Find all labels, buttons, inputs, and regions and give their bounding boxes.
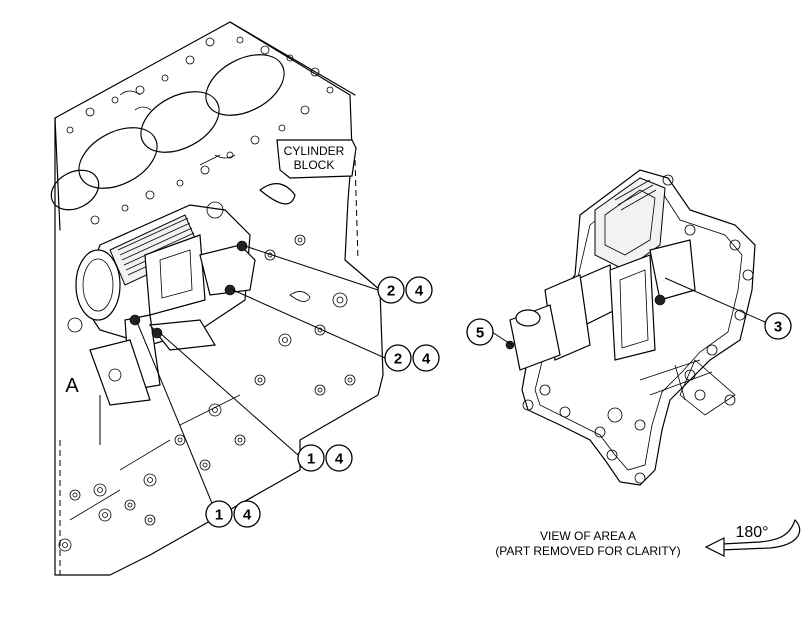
cylinder-block-label: CYLINDER BLOCK <box>276 139 357 179</box>
callout-left-value: 2 <box>394 351 402 368</box>
callout-right-value: 4 <box>422 351 431 368</box>
callout-left-value: 2 <box>387 283 395 300</box>
view-caption-line1: VIEW OF AREA A <box>540 529 636 543</box>
callout-2-4-lower: 2 4 <box>384 344 440 372</box>
area-a-label: A <box>65 375 79 397</box>
callout-left-value: 1 <box>215 507 223 524</box>
leader-lines-right <box>491 277 766 346</box>
callout-5: 5 <box>466 318 494 346</box>
rotation-label: 180° <box>735 524 768 541</box>
area-a-marker: A <box>65 375 101 445</box>
cylinder-label-line1: CYLINDER <box>284 144 345 158</box>
cylinder-block <box>50 21 384 576</box>
leader-lines-left <box>136 245 386 509</box>
pump-assembly <box>67 201 256 406</box>
view-caption-line2: (PART REMOVED FOR CLARITY) <box>495 544 680 558</box>
callout-value: 3 <box>774 319 782 336</box>
rotation-arrow-icon <box>704 537 725 557</box>
callout-1-4-lower: 1 4 <box>205 500 261 528</box>
callout-right-value: 4 <box>335 451 344 468</box>
callout-right-value: 4 <box>415 283 424 300</box>
cylinder-label-line2: BLOCK <box>294 158 335 172</box>
callout-value: 5 <box>476 325 484 342</box>
callout-2-4-upper: 2 4 <box>377 276 433 304</box>
callout-1-4-upper: 1 4 <box>297 444 353 472</box>
callout-right-value: 4 <box>243 507 252 524</box>
view-caption: VIEW OF AREA A (PART REMOVED FOR CLARITY… <box>495 529 680 558</box>
rotation-indicator: 180° <box>704 519 801 557</box>
callout-3: 3 <box>764 312 792 340</box>
area-a-detail-view <box>505 169 756 486</box>
callout-left-value: 1 <box>307 451 315 468</box>
